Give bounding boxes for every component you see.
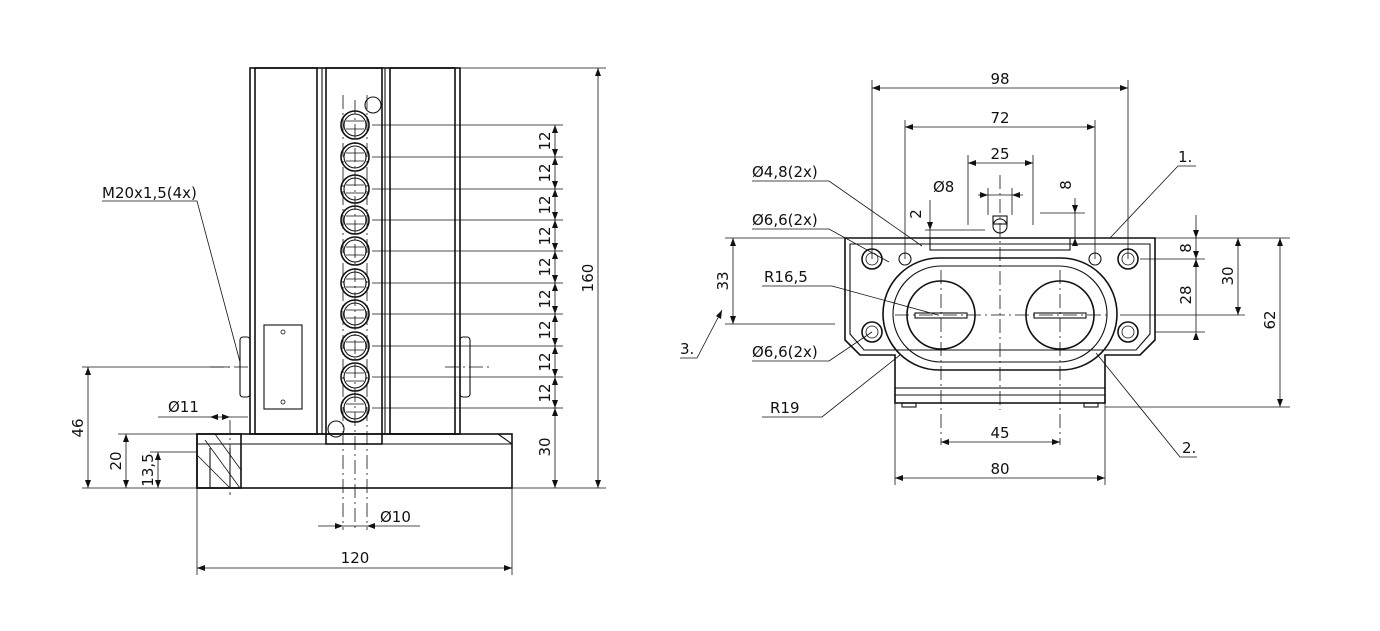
gap-2-label: 2: [907, 209, 925, 219]
front-view: 12 12 12 12 12 12 12 12 12 30 160 46 20 …: [69, 67, 606, 575]
gland-left: [906, 280, 976, 350]
pitch-bottom-label: 30: [536, 437, 554, 456]
pitch-labels: 12 12 12 12 12 12 12 12 12 30: [536, 131, 554, 456]
gland-right: [1025, 280, 1095, 350]
thread-note-label: M20x1,5(4x): [102, 184, 197, 202]
pitch-label: 12: [536, 352, 554, 371]
pitch-label: 12: [536, 131, 554, 150]
bore-dia-label: Ø11: [168, 398, 199, 416]
top-8-label: 8: [1057, 180, 1075, 190]
ref-2-label: 2.: [1182, 439, 1196, 457]
height-30-label: 30: [1219, 266, 1237, 285]
hole-6-6-bottom-label: Ø6,6(2x): [752, 343, 818, 361]
width-base-label: 120: [341, 549, 370, 567]
height-28-label: 28: [1177, 285, 1195, 304]
left-boss: [196, 433, 242, 489]
ref-1-label: 1.: [1178, 148, 1192, 166]
contact-rail: [325, 67, 383, 445]
pitch-label: 12: [536, 320, 554, 339]
height-8-label: 8: [1177, 243, 1195, 253]
side-view: 98 72 25 Ø8 8 2 Ø4,8(2x) Ø6,6(2x) R16,5 …: [680, 70, 1290, 485]
base-block: [196, 433, 513, 489]
pin-dia-label: Ø10: [380, 508, 411, 526]
height-33-label: 33: [714, 271, 732, 290]
pitch-label: 12: [536, 226, 554, 245]
pitch-label: 12: [536, 195, 554, 214]
r19-label: R19: [770, 399, 800, 417]
width-72-label: 72: [990, 109, 1009, 127]
height-62-label: 62: [1261, 310, 1279, 329]
pitch-label: 12: [536, 383, 554, 402]
pitch-extension-lines: [372, 67, 606, 489]
height-total-label: 160: [579, 264, 597, 293]
r16-5-label: R16,5: [764, 268, 808, 286]
ref-3-label: 3.: [680, 340, 694, 358]
width-25-label: 25: [990, 145, 1009, 163]
hole-4-8-label: Ø4,8(2x): [752, 163, 818, 181]
pin-dia-label: Ø8: [933, 178, 954, 196]
contact-stack: [340, 110, 370, 423]
height-base-label: 46: [69, 418, 87, 437]
pitch-label: 12: [536, 163, 554, 182]
pitch-label: 12: [536, 289, 554, 308]
label-plate: [263, 324, 303, 410]
pitch-label: 12: [536, 257, 554, 276]
height-20-label: 20: [107, 451, 125, 470]
pitch-arrows: [552, 125, 558, 488]
width-45-label: 45: [990, 424, 1009, 442]
width-80-label: 80: [990, 460, 1009, 478]
height-13-5-label: 13,5: [139, 453, 157, 486]
hole-6-6-top-label: Ø6,6(2x): [752, 211, 818, 229]
width-98-label: 98: [990, 70, 1009, 88]
